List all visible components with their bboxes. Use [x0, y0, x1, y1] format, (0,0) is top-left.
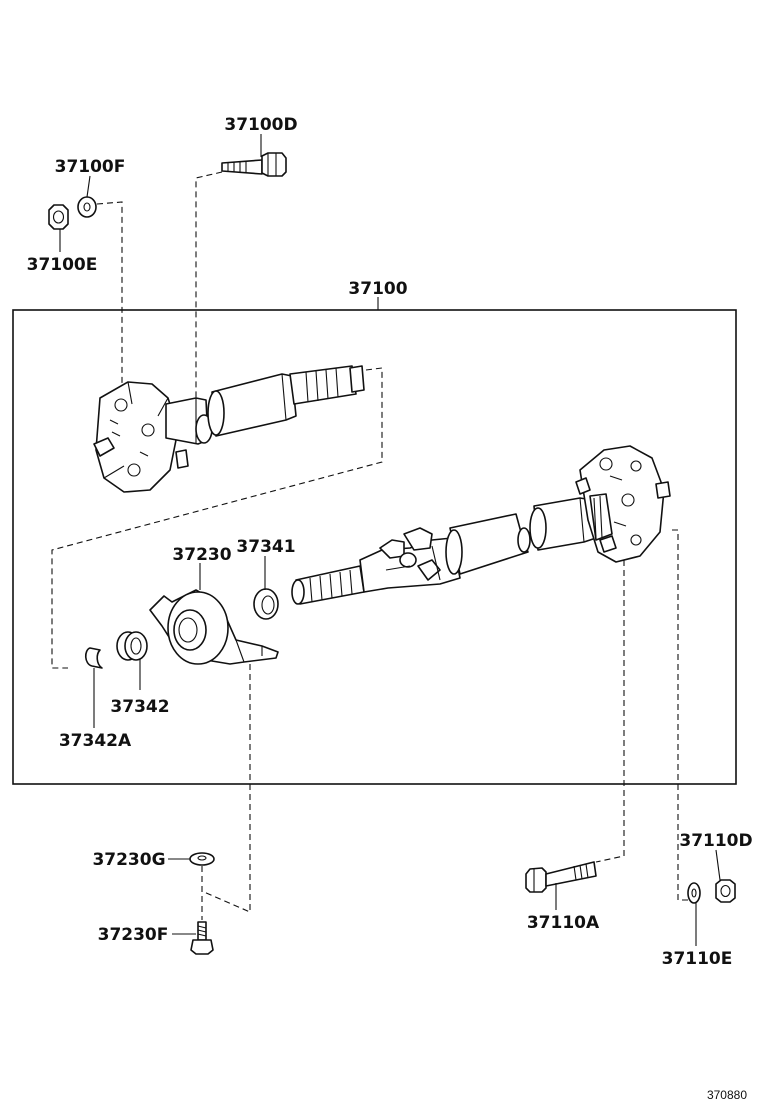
bolt-37100D[interactable] [221, 152, 287, 177]
label-37110A[interactable]: 37110A [527, 913, 600, 933]
leader-37110D [715, 849, 721, 881]
label-37230[interactable]: 37230 [172, 545, 231, 565]
front-shaft-spline-end[interactable] [289, 365, 365, 405]
snap-ring-37342A[interactable] [84, 647, 103, 669]
bolt-37230F[interactable] [190, 921, 214, 955]
dash-rear-nut-37110D [672, 529, 692, 901]
universal-joint[interactable] [359, 527, 461, 593]
dust-seal-37341[interactable] [253, 588, 279, 620]
front-shaft-yoke[interactable] [165, 397, 213, 445]
rear-shaft-spline[interactable] [291, 565, 365, 605]
dash-front-section-box [51, 367, 383, 669]
dash-nut-37100E [96, 201, 123, 385]
dash-center-bearing-bolt [203, 664, 251, 913]
center-bearing-37230[interactable] [149, 589, 279, 665]
seal-37342[interactable] [116, 631, 148, 661]
front-shaft-tube[interactable] [207, 373, 297, 437]
label-37110D[interactable]: 37110D [679, 831, 752, 851]
label-37342A[interactable]: 37342A [59, 731, 132, 751]
rear-shaft-tube-end[interactable] [529, 497, 597, 551]
label-37230F[interactable]: 37230F [98, 925, 169, 945]
washer-37230G[interactable] [189, 852, 215, 866]
leader-37100F [86, 175, 91, 198]
diagram-reference-code: 370880 [707, 1088, 747, 1102]
washer-37110E[interactable] [687, 882, 701, 904]
front-flexible-coupling[interactable] [93, 381, 189, 493]
label-37100F[interactable]: 37100F [55, 157, 126, 177]
nut-37100E[interactable] [48, 204, 69, 230]
washer-37100F[interactable] [77, 196, 97, 218]
assembly-frame [12, 309, 737, 785]
dash-rear-bolt-37110A [595, 560, 625, 863]
nut-37110D[interactable] [715, 879, 736, 903]
label-37230G[interactable]: 37230G [92, 850, 165, 870]
label-37100[interactable]: 37100 [348, 279, 407, 299]
bolt-37110A[interactable] [525, 861, 597, 893]
label-37341[interactable]: 37341 [236, 537, 295, 557]
label-37342[interactable]: 37342 [110, 697, 169, 717]
dash-bolt-37100D [195, 171, 223, 422]
label-37110E[interactable]: 37110E [662, 949, 733, 969]
label-37100E[interactable]: 37100E [27, 255, 98, 275]
rear-shaft-tube[interactable] [445, 513, 531, 575]
rear-flexible-coupling[interactable] [575, 445, 671, 563]
label-37100D[interactable]: 37100D [224, 115, 297, 135]
